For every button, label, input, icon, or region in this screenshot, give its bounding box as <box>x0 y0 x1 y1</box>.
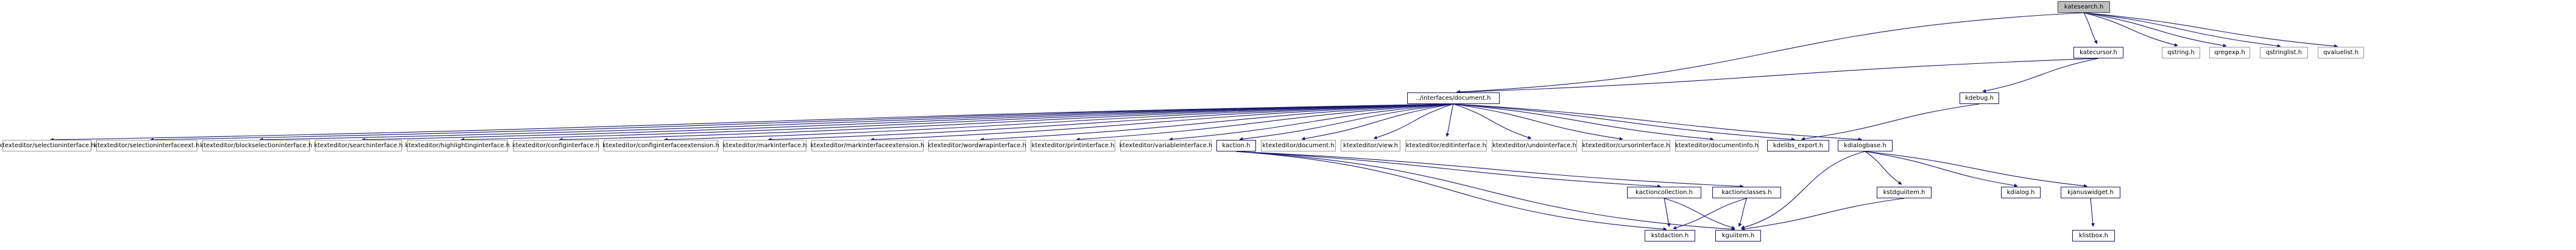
graph-node-configinterfaceextension[interactable]: ktexteditor/configinterfaceextension.h <box>602 140 719 151</box>
graph-edge-kactionclasses-to-kguiitem <box>1738 198 1748 227</box>
graph-edge-kdebug-to-kdelibs_export <box>1801 103 1980 141</box>
graph-edge-kdialogbase-to-kstdguiitem <box>1865 151 1902 185</box>
graph-edge-katesearch-to-qvaluelist <box>2083 12 2338 48</box>
graph-edge-kstdguiitem-to-kguiitem <box>1741 198 1905 231</box>
graph-edge-interfaces-document-to-blockselectioninterface <box>259 103 1454 142</box>
graph-edge-katesearch-to-interfaces-document <box>1456 12 2084 94</box>
graph-node-kstdguiitem[interactable]: kstdguiitem.h <box>1877 187 1932 198</box>
graph-edge-interfaces-document-to-ktexteditor-document <box>1301 103 1454 141</box>
graph-edge-interfaces-document-to-searchinterface <box>361 103 1454 142</box>
graph-node-qstringlist[interactable]: qstringlist.h <box>2260 47 2308 58</box>
graph-edge-katesearch-to-katecursor <box>2083 12 2098 44</box>
graph-node-selectioninterface[interactable]: ktexteditor/selectioninterface.h <box>0 140 95 151</box>
graph-node-wordwrapinterface[interactable]: ktexteditor/wordwrapinterface.h <box>928 140 1026 151</box>
graph-edge-interfaces-document-to-undointerface <box>1453 103 1532 139</box>
graph-node-katecursor[interactable]: katecursor.h <box>2073 47 2123 58</box>
graph-node-kstdaction[interactable]: kstdaction.h <box>1645 230 1695 241</box>
graph-node-kdebug[interactable]: kdebug.h <box>1960 92 1999 104</box>
graph-edge-katesearch-to-qstring <box>2083 12 2178 47</box>
graph-node-ktexteditor-document[interactable]: ktexteditor/document.h <box>1261 140 1336 151</box>
graph-node-configinterface[interactable]: ktexteditor/configinterface.h <box>512 140 599 151</box>
graph-node-selectioninterfaceext[interactable]: ktexteditor/selectioninterfaceext.h <box>94 140 200 151</box>
graph-node-kaction[interactable]: kaction.h <box>1216 140 1256 151</box>
graph-edge-katesearch-to-qregexp <box>2083 12 2227 47</box>
graph-node-kguiitem[interactable]: kguiitem.h <box>1715 230 1761 241</box>
graph-edge-kjanuswidget-to-klistbox <box>2090 198 2095 227</box>
graph-node-highlightinginterface[interactable]: ktexteditor/highlightinginterface.h <box>405 140 510 151</box>
graph-edge-interfaces-document-to-selectioninterface <box>49 103 1454 142</box>
graph-edge-interfaces-document-to-kdelibs_export <box>1453 103 1796 142</box>
graph-node-qvaluelist[interactable]: qvaluelist.h <box>2318 47 2364 58</box>
graph-edge-interfaces-document-to-documentinfo <box>1453 103 1714 141</box>
graph-edge-interfaces-document-to-variableinterface <box>1168 103 1454 141</box>
graph-edge-interfaces-document-to-highlightinginterface <box>460 103 1454 142</box>
graph-edge-interfaces-document-to-kaction <box>1239 103 1454 141</box>
graph-node-qstring[interactable]: qstring.h <box>2162 47 2200 58</box>
graph-edge-interfaces-document-to-kdialogbase <box>1453 103 1863 142</box>
graph-edge-interfaces-document-to-selectioninterfaceext <box>149 103 1454 142</box>
graph-node-editinterface[interactable]: ktexteditor/editinterface.h <box>1405 140 1487 151</box>
graph-node-printinterface[interactable]: ktexteditor/printinterface.h <box>1031 140 1115 151</box>
graph-edge-kdialogbase-to-kdialog <box>1865 151 2018 187</box>
graph-edge-katecursor-to-interfaces-document <box>1456 58 2099 94</box>
graph-node-undointerface[interactable]: ktexteditor/undointerface.h <box>1492 140 1577 151</box>
graph-node-kdelibs_export[interactable]: kdelibs_export.h <box>1767 140 1829 151</box>
graph-node-qregexp[interactable]: qregexp.h <box>2209 47 2250 58</box>
graph-edge-interfaces-document-to-configinterface <box>559 103 1454 142</box>
graph-edge-interfaces-document-to-editinterface <box>1445 103 1454 137</box>
graph-node-ktexteditor-view[interactable]: ktexteditor/view.h <box>1341 140 1400 151</box>
graph-edge-kaction-to-kactionclasses <box>1236 151 1744 189</box>
graph-edge-kaction-to-kstdaction <box>1236 151 1667 231</box>
graph-edge-interfaces-document-to-configinterfaceextension <box>663 103 1454 142</box>
graph-edge-kdialogbase-to-kjanuswidget <box>1865 151 2088 188</box>
graph-node-cursorinterface[interactable]: ktexteditor/cursorinterface.h <box>1582 140 1670 151</box>
graph-edge-katecursor-to-kdebug <box>1982 58 2099 93</box>
graph-edge-interfaces-document-to-markinterfaceextension <box>870 103 1454 142</box>
graph-edge-kactioncollection-to-kguiitem <box>1664 198 1735 230</box>
graph-edge-interfaces-document-to-printinterface <box>1076 103 1454 142</box>
graph-node-klistbox[interactable]: klistbox.h <box>2072 230 2115 241</box>
graph-edge-kactioncollection-to-kstdaction <box>1664 198 1671 227</box>
graph-node-documentinfo[interactable]: ktexteditor/documentinfo.h <box>1675 140 1759 151</box>
graph-edge-kactionclasses-to-kstdaction <box>1673 198 1747 230</box>
graph-node-markinterface[interactable]: ktexteditor/markinterface.h <box>722 140 807 151</box>
graph-edge-interfaces-document-to-markinterface <box>768 103 1454 142</box>
graph-node-katesearch[interactable]: katesearch.h <box>2058 1 2110 13</box>
graph-node-variableinterface[interactable]: ktexteditor/variableinterface.h <box>1120 140 1212 151</box>
graph-node-kdialogbase[interactable]: kdialogbase.h <box>1838 140 1893 151</box>
graph-node-blockselectioninterface[interactable]: ktexteditor/blockselectioninterface.h <box>200 140 312 151</box>
graph-edge-interfaces-document-to-cursorinterface <box>1453 103 1623 141</box>
graph-edge-kaction-to-kactioncollection <box>1236 151 1662 189</box>
graph-edge-interfaces-document-to-wordwrapinterface <box>979 103 1454 142</box>
graph-node-markinterfaceextension[interactable]: ktexteditor/markinterfaceextension.h <box>811 140 924 151</box>
graph-node-kdialog[interactable]: kdialog.h <box>2001 187 2041 198</box>
graph-node-kactioncollection[interactable]: kactioncollection.h <box>1627 187 1701 198</box>
graph-node-searchinterface[interactable]: ktexteditor/searchinterface.h <box>314 140 403 151</box>
graph-node-interfaces-document[interactable]: ../interfaces/document.h <box>1407 92 1500 104</box>
graph-node-kactionclasses[interactable]: kactionclasses.h <box>1712 187 1781 198</box>
graph-edge-katesearch-to-qstringlist <box>2083 12 2281 48</box>
graph-edge-interfaces-document-to-ktexteditor-view <box>1373 103 1454 139</box>
graph-node-kjanuswidget[interactable]: kjanuswidget.h <box>2061 187 2120 198</box>
